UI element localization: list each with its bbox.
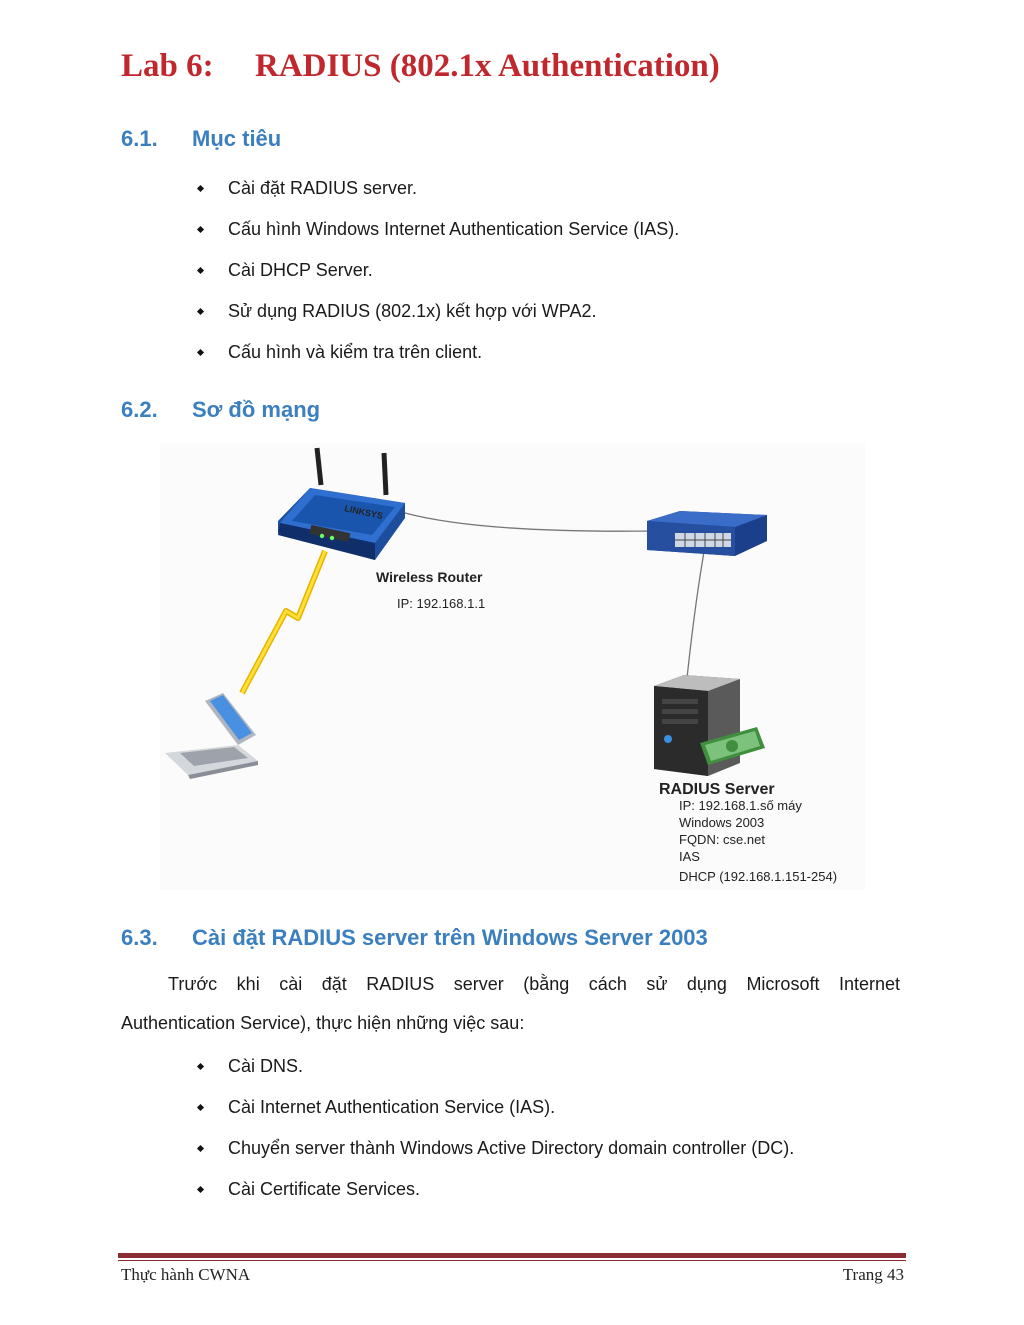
lab-number: Lab 6: — [121, 48, 214, 84]
laptop-icon — [165, 693, 258, 779]
server-fqdn-line: FQDN: cse.net — [679, 832, 765, 847]
section-title: Sơ đồ mạng — [192, 397, 321, 422]
section-heading-6-1: 6.1. Mục tiêu — [121, 126, 281, 152]
section-number: 6.2. — [121, 397, 158, 422]
switch-server-cable — [686, 545, 706, 679]
section-heading-6-2: 6.2. Sơ đồ mạng — [121, 397, 320, 423]
bullet-icon — [196, 1103, 205, 1112]
lab-title-text: RADIUS (802.1x Authentication) — [255, 48, 720, 84]
server-dhcp-line: DHCP (192.168.1.151-254) — [679, 869, 837, 884]
page-number: Trang 43 — [842, 1265, 904, 1284]
bullet-icon — [196, 348, 205, 357]
bullet-icon — [196, 1062, 205, 1071]
server-ip-line: IP: 192.168.1.số máy — [679, 798, 802, 813]
bullet-icon — [196, 1185, 205, 1194]
section-number: 6.3. — [121, 925, 158, 950]
bullet-icon — [196, 307, 205, 316]
network-diagram: LINKSYS Wireless Router IP: 192.168.1.1 — [160, 443, 865, 890]
intro-paragraph: Trước khi cài đặt RADIUS server (bằng cá… — [121, 965, 900, 1043]
bullet-icon — [196, 225, 205, 234]
network-switch-icon — [647, 511, 767, 556]
bullet-icon — [196, 184, 205, 193]
section-title: Mục tiêu — [192, 126, 282, 151]
wireless-router-icon — [278, 447, 405, 560]
paragraph-line: Authentication Service), thực hiện những… — [121, 1013, 525, 1033]
radius-server-icon — [654, 675, 740, 776]
router-switch-cable — [404, 512, 651, 532]
footer-course-label: Thực hành CWNA — [121, 1265, 251, 1284]
server-ias-line: IAS — [679, 849, 700, 864]
section-heading-6-3: 6.3. Cài đặt RADIUS server trên Windows S… — [121, 925, 708, 951]
bullet-icon — [196, 1144, 205, 1153]
bullet-icon — [196, 266, 205, 275]
footer-rule-thin — [118, 1260, 906, 1261]
paragraph-line: Trước khi cài đặt RADIUS server (bằng cá… — [168, 974, 900, 994]
server-os-line: Windows 2003 — [679, 815, 764, 830]
footer-rule — [118, 1253, 906, 1258]
section-title: Cài đặt RADIUS server trên Windows Serve… — [192, 925, 708, 950]
server-label: RADIUS Server — [659, 781, 775, 798]
section-number: 6.1. — [121, 126, 158, 151]
money-icon — [700, 727, 765, 765]
page-title: Lab 6: RADIUS (802.1x Authentication) — [121, 48, 720, 85]
router-label: Wireless Router — [376, 569, 483, 585]
wireless-signal-icon — [239, 549, 328, 695]
router-ip-label: IP: 192.168.1.1 — [397, 596, 485, 611]
